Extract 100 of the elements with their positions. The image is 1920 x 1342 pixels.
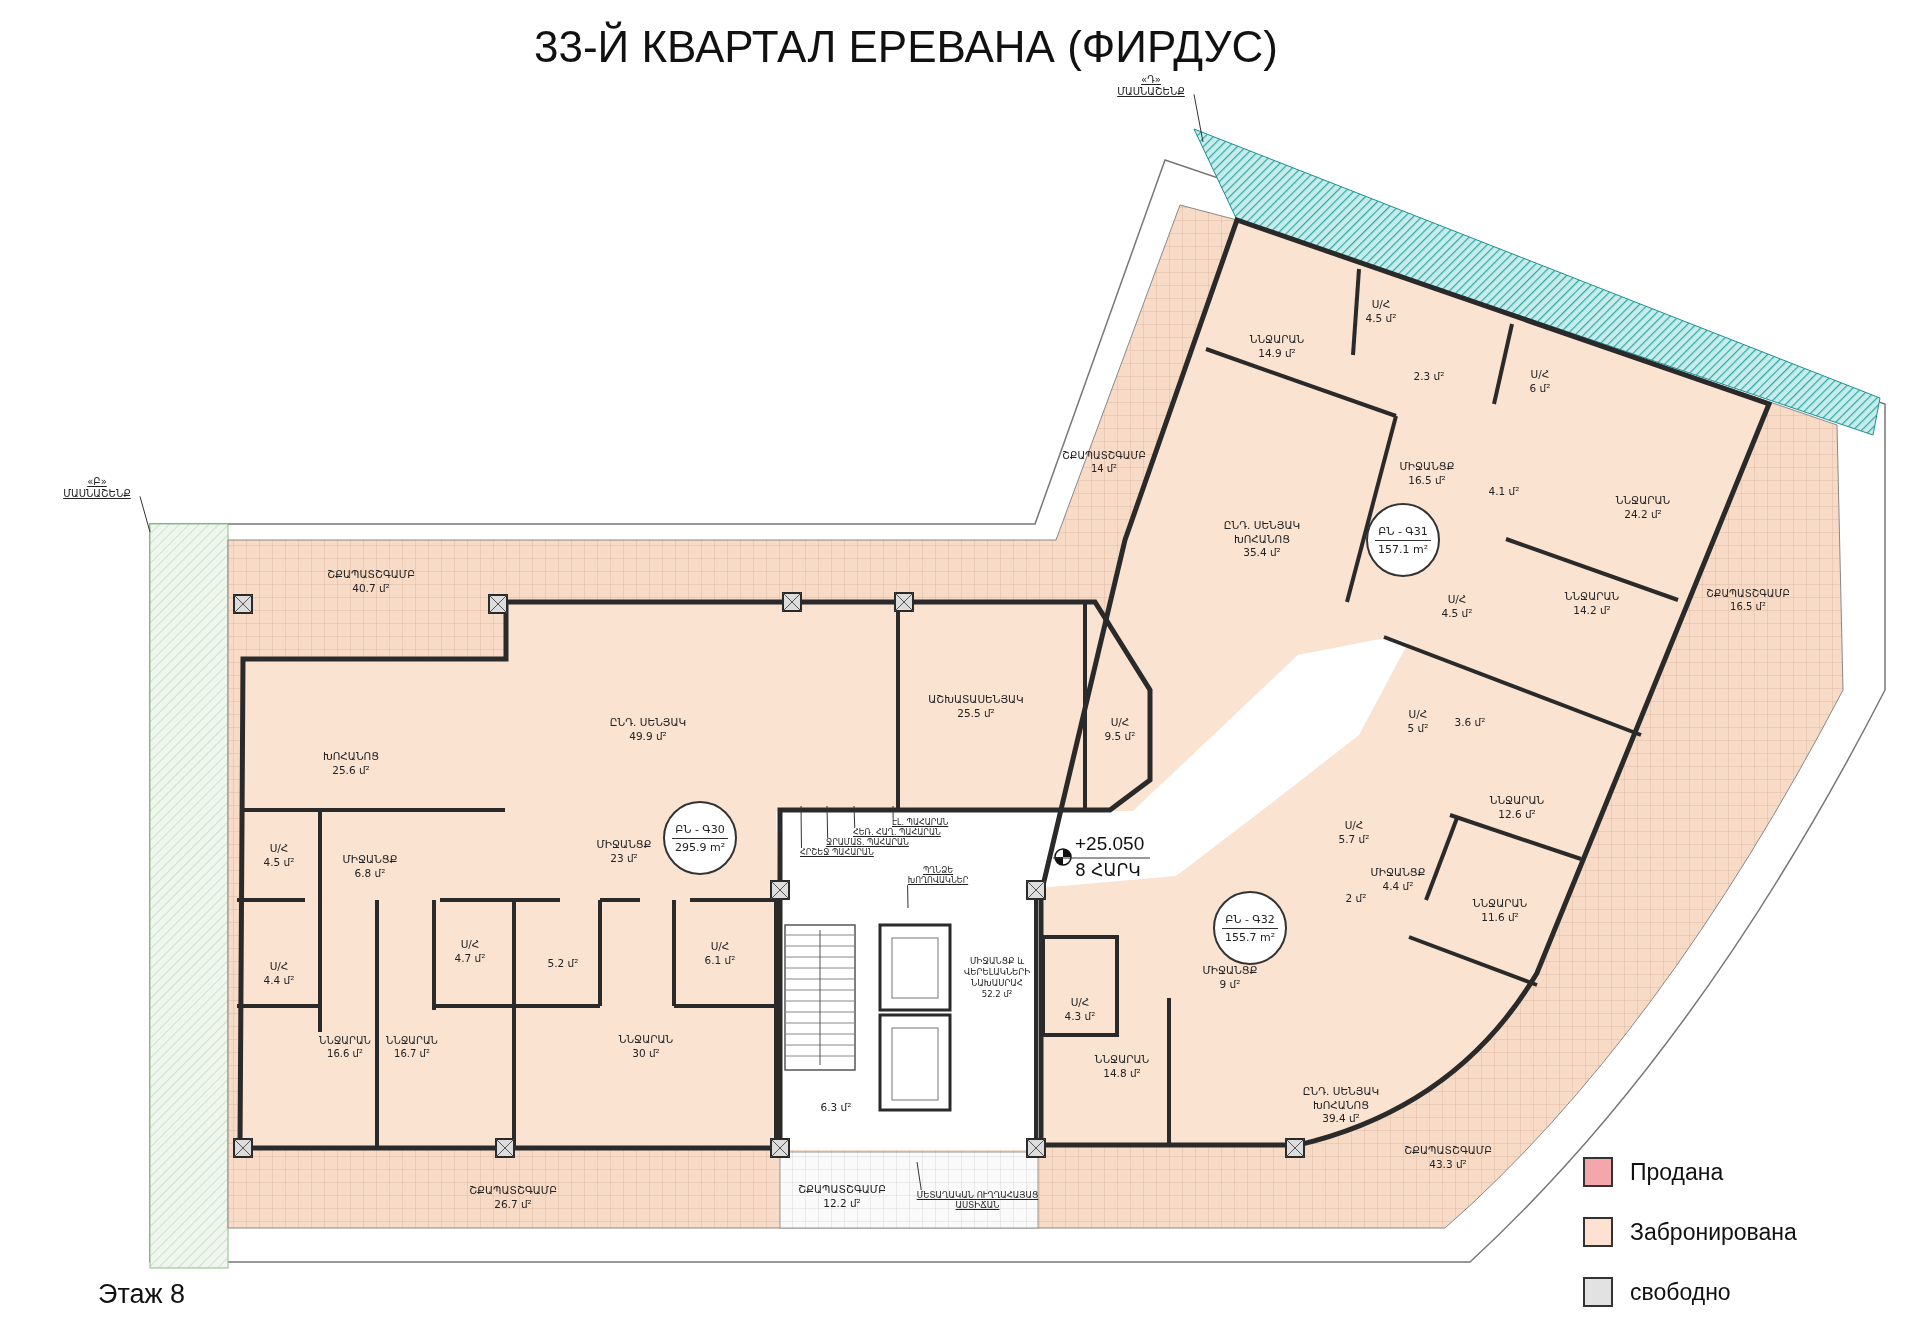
room-area: 14.9 մ² (1249, 347, 1305, 361)
room-area: 2 մ² (1345, 892, 1367, 904)
room-area: 3.6 մ² (1454, 716, 1486, 728)
leader-line (853, 805, 856, 829)
room-area: 6 մ² (1529, 382, 1551, 396)
room-name: Ս/Հ (268, 960, 290, 974)
room-area: 23 մ² (596, 852, 652, 866)
callout-label: «Բ» ՄԱՍՆԱՇԵՆՔ (54, 476, 140, 500)
room-area: 14 մ² (1062, 462, 1146, 475)
apartment-area: 157.1 m² (1374, 539, 1432, 558)
room-area: 9 մ² (1202, 978, 1258, 992)
level-label: +25.050 (1075, 834, 1145, 855)
room-name: Ս/Հ (1069, 996, 1091, 1010)
room-area: 26.7 մ² (469, 1198, 557, 1212)
apartment-number: ԲՆ - Գ30 (674, 821, 726, 838)
room-name: Ս/Հ (1370, 298, 1392, 312)
room-name: ՆՆՋԱՐԱՆ (1094, 1053, 1150, 1067)
room-name: ՆՆՋԱՐԱՆ (618, 1033, 674, 1047)
room-name: ՇՔԱՊԱՏՇԳԱՄԲ (1062, 449, 1146, 462)
room-name: ՆՆՋԱՐԱՆ (1615, 494, 1671, 508)
room-name: ՆՆՋԱՐԱՆ (1472, 897, 1528, 911)
room-name: Ս/Հ (1343, 819, 1365, 833)
apartment-area: 295.9 m² (671, 837, 729, 856)
room-name: ՆՆՋԱՐԱՆ (1489, 794, 1545, 808)
room-name: ԸՆԴ. ՍԵՆՅԱԿ ԽՈՀԱՆՈՑ (1301, 1084, 1381, 1112)
room-name: Ս/Հ (709, 940, 731, 954)
room-name: ՄԻՋԱՆՑՔ (1370, 866, 1426, 880)
room-area: 16.6 մ² (319, 1047, 371, 1060)
leader-line (826, 805, 829, 839)
room-name: Ս/Հ (1529, 368, 1551, 382)
room-area: 43.3 մ² (1404, 1158, 1492, 1172)
leader-line (1193, 93, 1204, 143)
room-area: 14.2 մ² (1564, 604, 1620, 618)
room-area: 25.6 մ² (322, 764, 380, 778)
room-area: 49.9 մ² (609, 730, 687, 744)
room-area: 4.3 մ² (1064, 1010, 1096, 1024)
legend-label: Продана (1630, 1158, 1724, 1186)
room-name: Ս/Հ (1407, 708, 1429, 722)
room-area: 5 մ² (1407, 722, 1429, 736)
leader-line (907, 884, 909, 909)
room-name: ՄԻՋԱՆՑՔ (1202, 964, 1258, 978)
apartment-number: ԲՆ - Գ32 (1224, 911, 1276, 928)
room-area: 12.6 մ² (1489, 808, 1545, 822)
room-name: ՇՔԱՊԱՏՇԳԱՄԲ (327, 568, 415, 582)
room-area: 4.4 մ² (263, 974, 295, 988)
room-area: 40.7 մ² (327, 582, 415, 596)
room-name: Ս/Հ (1109, 716, 1131, 730)
room-name: ԸՆԴ. ՍԵՆՅԱԿ ԽՈՀԱՆՈՑ (1222, 518, 1302, 546)
leader-line (916, 1161, 922, 1191)
room-name: ՄԻՋԱՆՑՔ (1399, 460, 1455, 474)
callout-label: ԷԼ. ՊԱՀԱՐԱՆ (892, 818, 949, 828)
room-area: 16.5 մ² (1399, 474, 1455, 488)
room-area: 12.2 մ² (798, 1197, 886, 1211)
room-name: ՆՆՋԱՐԱՆ (386, 1034, 438, 1047)
room-area: 4.1 մ² (1488, 485, 1520, 497)
room-area: 39.4 մ² (1297, 1111, 1385, 1126)
room-area: 9.5 մ² (1104, 730, 1136, 744)
room-area: 16.7 մ² (386, 1047, 438, 1060)
room-area: 52.2 մ² (961, 989, 1033, 1001)
room-area: 6.3 մ² (820, 1101, 852, 1113)
floor-label: Этаж 8 (98, 1280, 186, 1310)
room-name: ՆՆՋԱՐԱՆ (319, 1034, 371, 1047)
leader-line (139, 495, 151, 533)
level-label: 8 ՀԱՐԿ (1075, 861, 1141, 880)
room-area: 14.8 մ² (1094, 1067, 1150, 1081)
callout-label: ՋՐԱՄԱՏ. ՊԱՀԱՐԱՆ (826, 838, 909, 848)
room-name: ՄԻՋԱՆՑՔ (342, 853, 398, 867)
apartment-number: ԲՆ - Գ31 (1377, 523, 1429, 540)
callout-label: ՀԵՌ. ՀԱՂ. ՊԱՀԱՐԱՆ (853, 828, 941, 838)
room-area: 4.5 մ² (1365, 312, 1397, 326)
callout-label: ՊՂՆՁԵ ԽՈՂՈՎԱԿՆԵՐ (898, 866, 978, 886)
room-area: 30 մ² (618, 1047, 674, 1061)
room-area: 6.1 մ² (704, 954, 736, 968)
room-name: Ս/Հ (1446, 593, 1468, 607)
callout-label: ՄԵՏԱՂԱԿԱՆ ՈՒՂՂԱՀԱՅԱՑ ԱՍՏԻՃԱՆ (915, 1190, 1040, 1211)
apartment-area: 155.7 m² (1221, 927, 1279, 946)
plan-title: 33-Й КВАРТАЛ ЕРЕВАНА (ФИРДУС) (533, 22, 1279, 72)
room-name: ՇՔԱՊԱՏՇԳԱՄԲ (469, 1184, 557, 1198)
legend-label: свободно (1630, 1278, 1731, 1306)
room-name: Ս/Հ (459, 938, 481, 952)
room-area: 16.5 մ² (1706, 600, 1790, 613)
legend-label: Забронирована (1630, 1218, 1797, 1246)
room-area: 5.7 մ² (1338, 833, 1370, 847)
room-name: ԽՈՀԱՆՈՑ (322, 750, 380, 764)
room-area: 5.2 մ² (547, 957, 579, 969)
room-area: 25.5 մ² (928, 707, 1024, 721)
room-area: 6.8 մ² (342, 867, 398, 881)
room-name: ՇՔԱՊԱՏՇԳԱՄԲ (1706, 587, 1790, 600)
callout-label: ՀՐՇԵՋ ՊԱՀԱՐԱՆ (800, 848, 874, 858)
callout-label: «Դ» ՄԱՍՆԱՇԵՆՔ (1108, 74, 1194, 98)
room-area: 2.3 մ² (1413, 370, 1445, 382)
room-area: 4.4 մ² (1370, 880, 1426, 894)
room-area: 4.5 մ² (1441, 607, 1473, 621)
room-area: 4.7 մ² (454, 952, 486, 966)
room-area: 11.6 մ² (1472, 911, 1528, 925)
room-area: 35.4 մ² (1218, 545, 1306, 560)
leader-line (800, 805, 802, 849)
room-name: ՇՔԱՊԱՏՇԳԱՄԲ (798, 1183, 886, 1197)
room-name: Ս/Հ (268, 842, 290, 856)
room-area: 4.5 մ² (263, 856, 295, 870)
